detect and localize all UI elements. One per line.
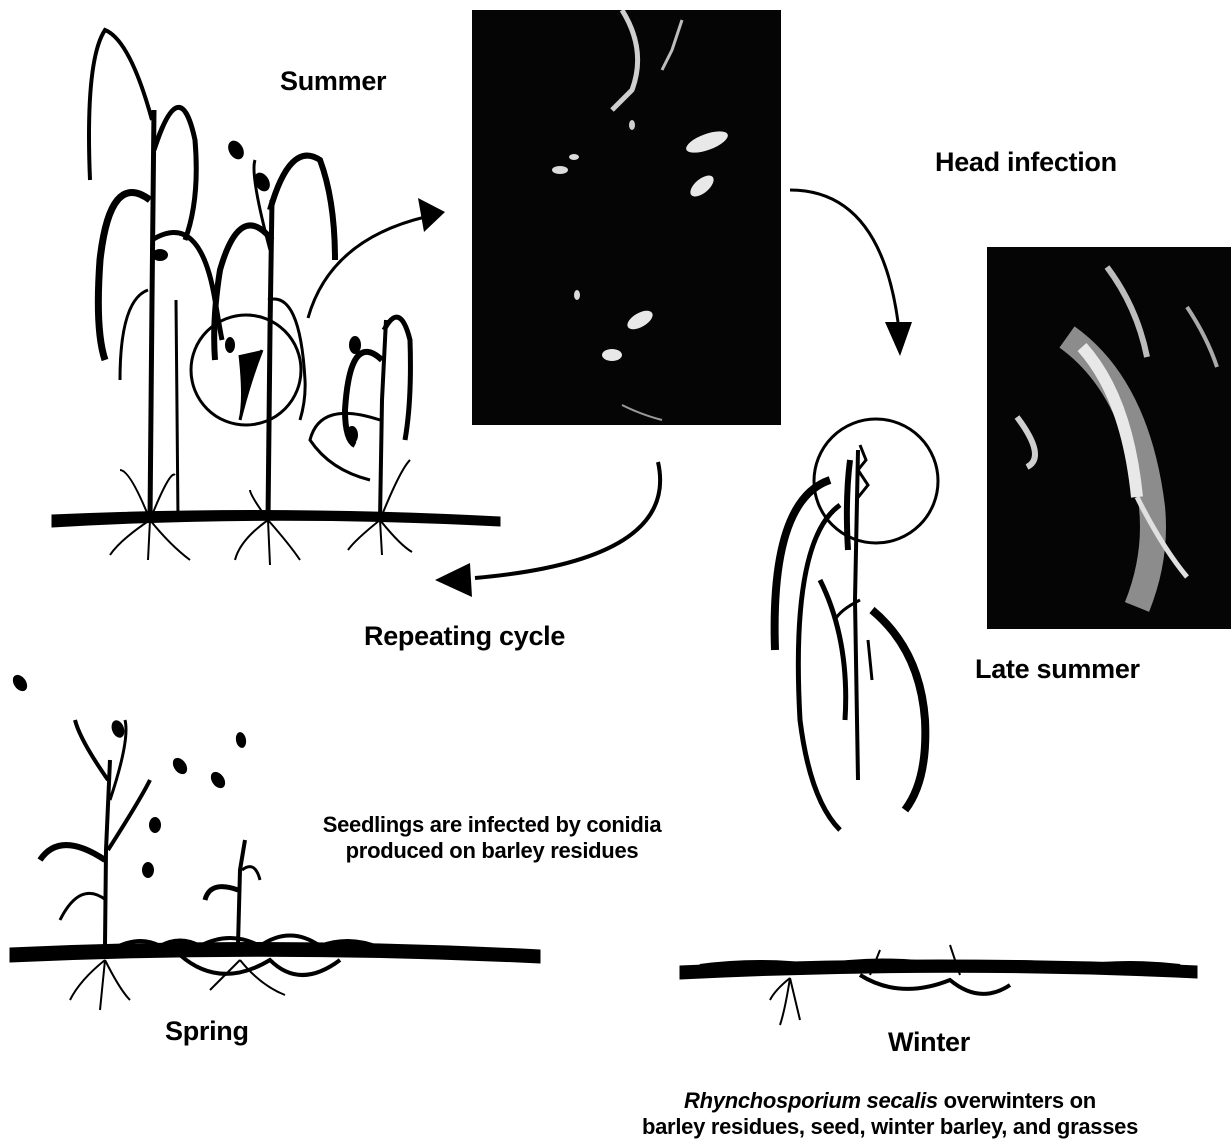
label-spring: Spring — [165, 1016, 249, 1047]
caption-overwinter-line1-rest: overwinters on — [938, 1088, 1096, 1113]
arrow-to-lesion-photo — [308, 198, 445, 318]
caption-seedlings-line1: Seedlings are infected by conidia — [262, 812, 722, 838]
caption-overwinter: Rhynchosporium secalis overwinters on ba… — [570, 1088, 1210, 1141]
arrow-to-head-infection — [790, 190, 912, 356]
label-summer: Summer — [280, 66, 386, 97]
caption-overwinter-line1: Rhynchosporium secalis overwinters on — [570, 1088, 1210, 1114]
arrow-repeating-cycle — [435, 462, 660, 597]
late-summer-plant-illustration — [775, 419, 938, 830]
summer-plants-illustration — [52, 30, 500, 565]
label-late-summer: Late summer — [975, 654, 1140, 685]
caption-overwinter-line2: barley residues, seed, winter barley, an… — [570, 1114, 1210, 1140]
label-winter: Winter — [888, 1027, 970, 1058]
caption-seedlings: Seedlings are infected by conidia produc… — [262, 812, 722, 865]
winter-residue-illustration — [680, 945, 1197, 1025]
label-head-infection: Head infection — [935, 147, 1117, 178]
head-infection-photo — [987, 247, 1231, 629]
caption-overwinter-species: Rhynchosporium secalis — [684, 1088, 938, 1113]
label-repeating-cycle: Repeating cycle — [364, 621, 565, 652]
caption-seedlings-line2: produced on barley residues — [262, 838, 722, 864]
leaf-lesion-photo — [472, 10, 781, 425]
